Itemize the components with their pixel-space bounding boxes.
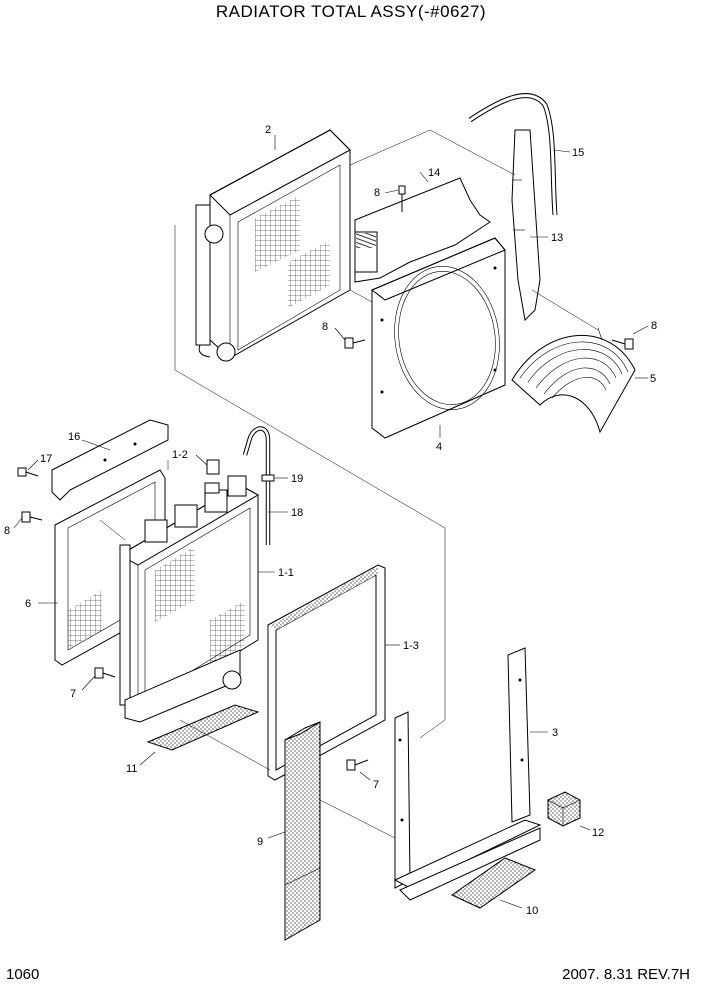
callout-17: 17: [40, 453, 52, 465]
callout-5: 5: [650, 373, 656, 385]
part-9-foam-block: [284, 721, 321, 941]
page-title: RADIATOR TOTAL ASSY(-#0627): [215, 2, 487, 21]
part-1-3-frame-seal: [267, 564, 386, 781]
part-1-2-cap: [206, 459, 220, 475]
callout-6: 6: [25, 598, 31, 610]
callout-3: 3: [552, 727, 558, 739]
callout-8-right: 8: [651, 320, 657, 332]
bolt-8-right: [611, 338, 634, 350]
callout-8-top: 8: [374, 187, 380, 199]
bolt-7-left: [94, 667, 116, 679]
callout-7-left: 7: [70, 688, 76, 700]
part-4-fan-shroud: [371, 237, 506, 439]
part-18-19-hose: [242, 426, 275, 545]
bolt-17: [17, 467, 39, 477]
callout-4: 4: [436, 441, 442, 453]
part-10-bottom-pad: [451, 857, 537, 909]
reference-lines: [99, 129, 599, 839]
part-15-seal-strip: [468, 93, 558, 216]
callout-8-lower: 8: [4, 525, 10, 537]
leader-lines: [13, 135, 649, 909]
part-14-shroud-plate: [354, 177, 491, 283]
callout-1-2: 1-2: [172, 449, 188, 461]
callout-8-left: 8: [322, 321, 328, 333]
callout-12: 12: [592, 827, 604, 839]
part-5-fan-guard: [511, 327, 636, 434]
callout-10: 10: [526, 905, 538, 917]
part-11-pad: [146, 704, 260, 751]
callout-16: 16: [68, 431, 80, 443]
callout-11: 11: [126, 763, 137, 775]
callout-19: 19: [291, 473, 303, 485]
bolt-7-right: [346, 759, 369, 771]
callout-13: 13: [551, 232, 563, 244]
bolt-8-top: [398, 185, 406, 212]
callout-18: 18: [291, 507, 303, 519]
callout-14: 14: [428, 167, 440, 179]
callout-1-1: 1-1: [278, 567, 294, 579]
callout-15: 15: [572, 147, 584, 159]
part-3-support-stand: [393, 647, 542, 901]
callout-9: 9: [257, 836, 263, 848]
page-number: 1060: [6, 966, 40, 983]
part-16-bracket: [51, 419, 169, 501]
part-12-rubber-block: [547, 791, 581, 827]
part-13-side-seal: [511, 129, 541, 322]
part-1-1-lower-radiator: [118, 475, 260, 723]
callout-7-right: 7: [373, 779, 379, 791]
bolt-8-left: [344, 337, 366, 349]
part-2-upper-radiator: [195, 129, 351, 362]
revision-stamp: 2007. 8.31 REV.7H: [562, 966, 690, 983]
callout-2: 2: [265, 124, 271, 136]
bolt-8-lower: [21, 511, 43, 523]
callout-1-3: 1-3: [403, 640, 419, 652]
